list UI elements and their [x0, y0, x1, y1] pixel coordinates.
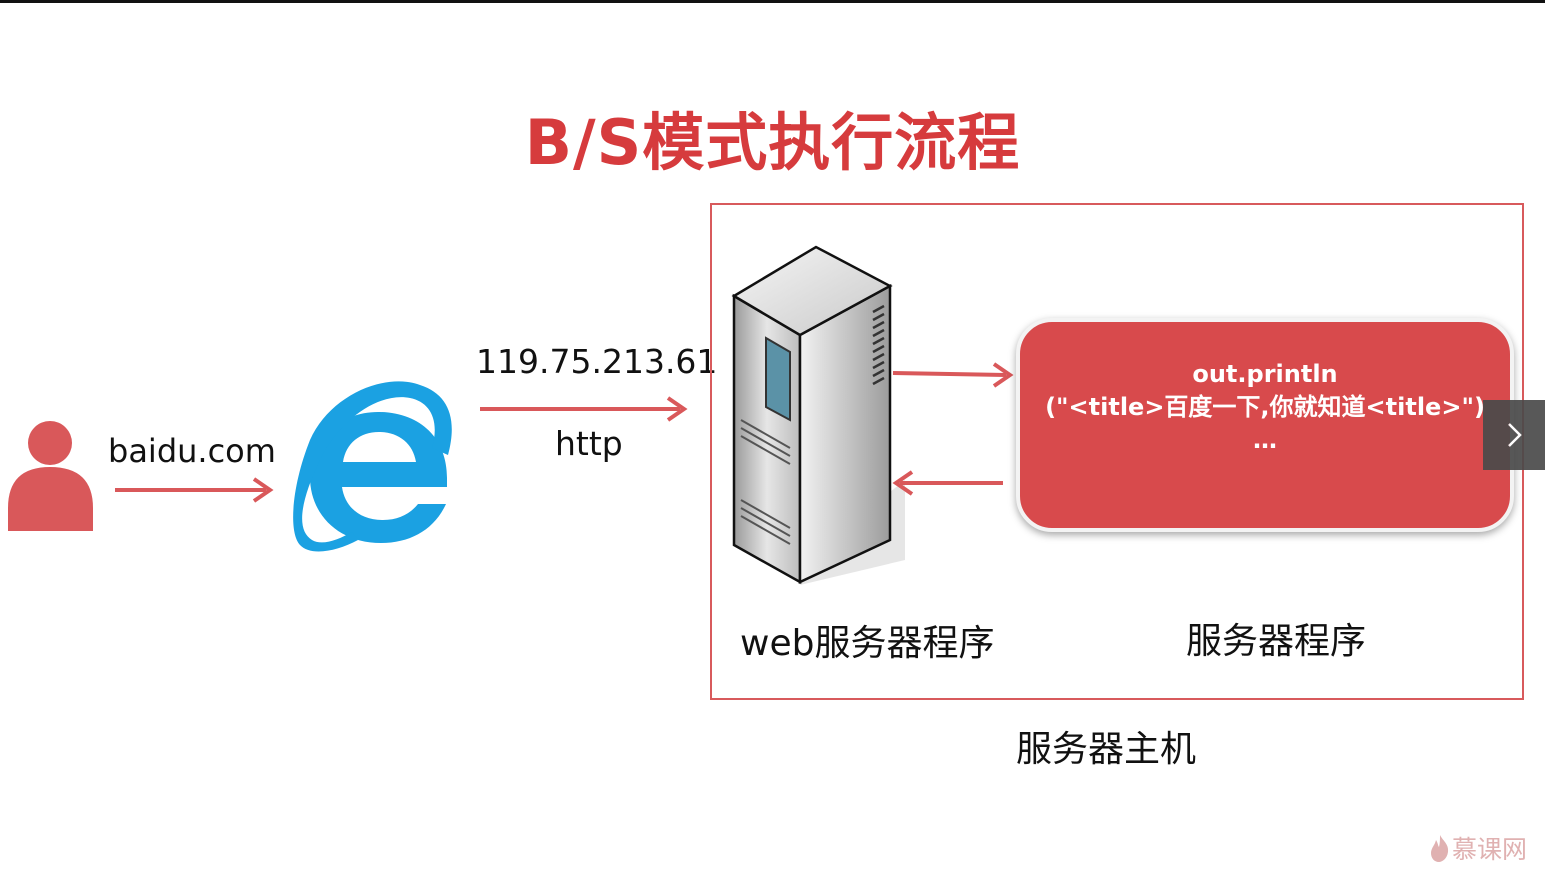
flame-logo-icon — [1431, 835, 1449, 862]
next-slide-button[interactable] — [1483, 400, 1545, 470]
code-line-1: out.println — [1192, 360, 1338, 388]
server-host-label: 服务器主机 — [1016, 729, 1197, 770]
user-icon — [8, 421, 93, 531]
web-server-program-label: web服务器程序 — [740, 623, 995, 664]
top-border — [0, 0, 1545, 3]
ie-browser-icon — [293, 381, 452, 552]
chevron-right-icon — [1508, 423, 1522, 447]
watermark: 慕课网 — [1428, 830, 1527, 866]
code-line-2: ("<title>百度一下,你就知道<title>") — [1045, 393, 1485, 421]
server-program-code-box: out.println ("<title>百度一下,你就知道<title>") … — [1016, 318, 1514, 532]
protocol-label: http — [555, 424, 623, 463]
page-title: B/S模式执行流程 — [524, 106, 1021, 179]
code-line-3: … — [1253, 426, 1277, 454]
arrow-program-to-server — [892, 470, 1003, 496]
server-program-label: 服务器程序 — [1186, 621, 1367, 662]
arrow-browser-to-server — [480, 396, 688, 422]
arrow-user-to-browser — [115, 477, 274, 503]
arrow-server-to-program — [892, 362, 1014, 388]
domain-label: baidu.com — [108, 432, 276, 470]
server-tower-icon — [731, 245, 905, 585]
ip-address-label: 119.75.213.61 — [476, 342, 718, 381]
watermark-text: 慕课网 — [1452, 835, 1528, 864]
